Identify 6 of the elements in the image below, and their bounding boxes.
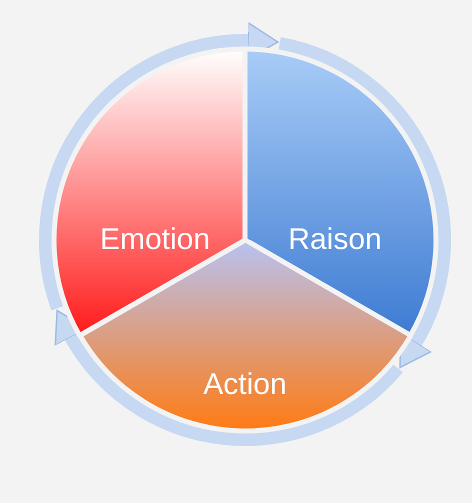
curved-arrow [54, 310, 403, 446]
segment-label: Emotion [100, 223, 210, 257]
curved-arrow [39, 22, 279, 310]
curved-arrow [278, 37, 451, 370]
segment-label: Action [203, 368, 287, 402]
segment-label: Raison [288, 223, 382, 257]
